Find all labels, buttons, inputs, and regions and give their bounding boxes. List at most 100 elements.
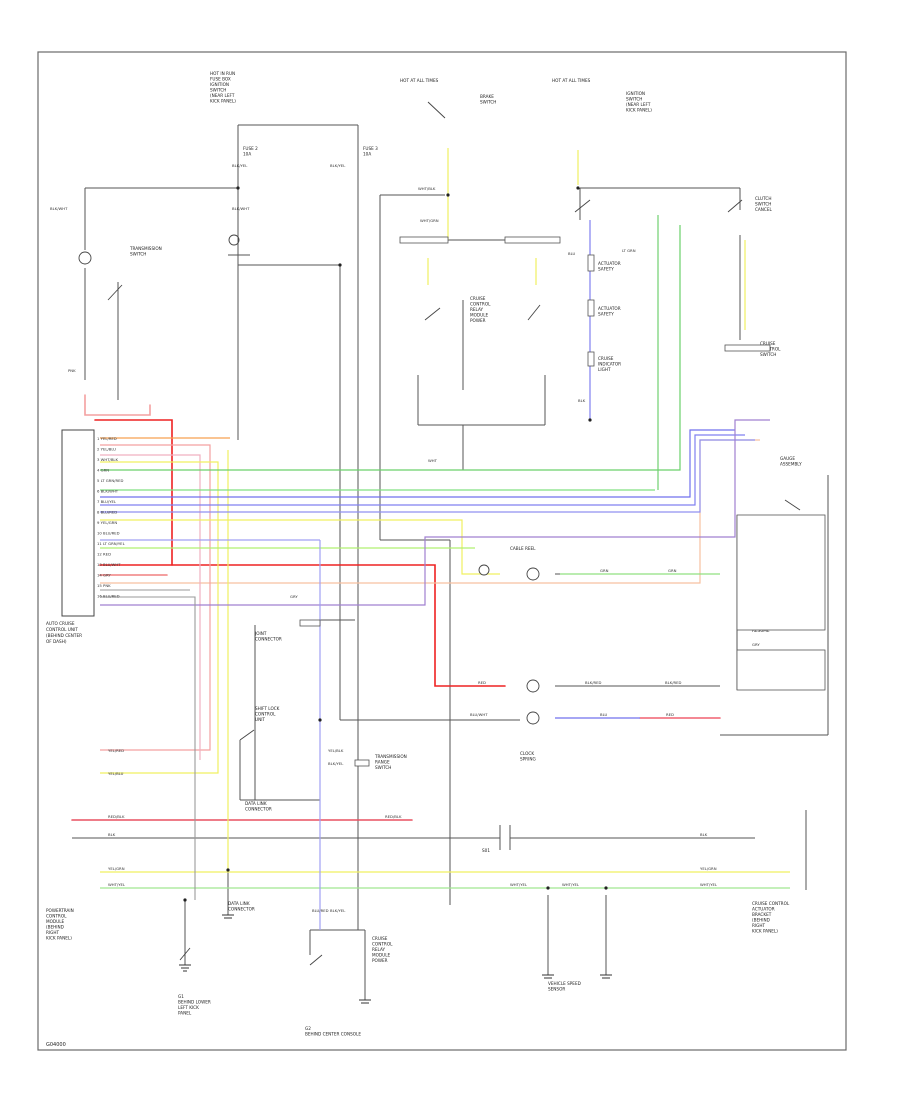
module-pin-6: 6 BLK/WHT: [97, 489, 119, 494]
wl-blu-reel: BLU: [600, 712, 608, 717]
wl-wht-yel: WHT/YEL: [108, 882, 126, 887]
indicator-box: [587, 351, 595, 367]
cable-reel-terminals: [478, 564, 540, 725]
wl-blk-yel-top: BLK/YEL: [232, 163, 248, 168]
reel-terminal-2: [526, 679, 540, 693]
wl-red-blk: RED/BLK: [108, 814, 125, 819]
relay-connector-right: [504, 236, 561, 244]
switch-symbols: [78, 101, 801, 966]
module-pin-3: 3 WHT/BLK: [97, 457, 119, 462]
wl-blu-red: BLU/RED: [312, 908, 329, 913]
splice-dots: [183, 186, 608, 902]
indicator-bulb: [478, 564, 490, 576]
module-pin-16: 16 BLU/RED: [97, 594, 120, 599]
wl-blu: BLU: [568, 251, 576, 256]
frame-id: G04000: [46, 1042, 66, 1048]
actuator-2-box: [587, 299, 595, 317]
wl-wht-grn: WHT/GRN: [420, 218, 439, 223]
blue-wires: [100, 220, 770, 930]
wl-yel-grn-2: YEL/GRN: [700, 866, 717, 871]
wl-blk-yel-pcm: BLK/YEL: [330, 908, 346, 913]
cruise-switch-box: [724, 344, 771, 352]
hot-all-times-2: HOT AT ALL TIMES: [552, 78, 591, 83]
yellow-wires: [100, 148, 790, 873]
wl-wht-yel-2: WHT/YEL: [510, 882, 528, 887]
actuator-1-box: [587, 254, 595, 272]
wl-gry-switch: GRY: [752, 642, 760, 647]
cancel-switch-box: [736, 649, 826, 691]
wl-yel-blu: YEL/BLU: [108, 771, 124, 776]
wl-red-blk-2: RED/BLK: [385, 814, 402, 819]
module-pin-5: 5 LT GRN/RED: [97, 478, 123, 483]
joint-box: [299, 619, 321, 627]
wl-wht-yel-4: WHT/YEL: [700, 882, 718, 887]
wl-pnk: PNK: [68, 368, 76, 373]
wire-color-labels: BLK/YEL BLK/YEL BLK/WHT BLK/WHT WHT/BLK …: [50, 163, 760, 913]
connector-boxes: [299, 236, 826, 767]
module-pin-4: 4 GRN: [97, 468, 109, 473]
module-pin-13: 13 BLU/WHT: [97, 562, 121, 567]
wl-blk-wht: BLK/WHT: [232, 206, 250, 211]
ground-symbols: [179, 914, 612, 1004]
wl-yel-red: YEL/RED: [108, 748, 124, 753]
module-pin-9: 9 YEL/GRN: [97, 520, 117, 525]
reel-terminal-3: [526, 711, 540, 725]
wl-grn-reel: GRN: [600, 568, 609, 573]
module-pin-15: 15 PNK: [97, 583, 111, 588]
wl-red-reel-2: RED: [666, 712, 674, 717]
wl-blk-yel-tr: BLK/YEL: [328, 761, 344, 766]
module-pin-14: 14 GRY: [97, 573, 111, 578]
gray-wires: [100, 589, 196, 900]
wl-wht: WHT: [428, 458, 438, 463]
module-pin-10: 10 BLU/RED: [97, 531, 120, 536]
module-pin-2: 2 YEL/BLU: [97, 447, 116, 452]
wl-blk-bottom-2: BLK: [700, 832, 708, 837]
cruise-module-box: [61, 429, 95, 617]
pink-orange-wires: [100, 437, 760, 760]
wl-yel-blk: YEL/BLK: [328, 748, 344, 753]
relay-connector-left: [399, 236, 449, 244]
wl-gry-lt: GRY: [290, 594, 298, 599]
wl-blk-red-reel: BLK/RED: [585, 680, 602, 685]
cruise-module-label: AUTO CRUISE CONTROL UNIT (BEHIND CENTER …: [46, 621, 83, 644]
splice-label: S01: [482, 848, 490, 853]
module-pin-7: 7 BLU/YEL: [97, 499, 117, 504]
hot-all-times-1: HOT AT ALL TIMES: [400, 78, 439, 83]
wl-wht-blk: WHT/BLK: [418, 186, 436, 191]
green-wires: [100, 215, 790, 889]
transmission-box: [354, 759, 370, 767]
wl-blk-red-reel-2: BLK/RED: [665, 680, 682, 685]
switch-resume-label: RESUME: [752, 628, 770, 633]
module-pin-12: 12 RED: [97, 552, 111, 557]
module-pin-11: 11 LT GRN/YEL: [97, 541, 126, 546]
diagram-frame: [37, 51, 847, 1051]
wl-yel-grn: YEL/GRN: [108, 866, 125, 871]
wl-blk-yel-2: BLK/YEL: [330, 163, 346, 168]
cruise-control-switch-label: CRUISECONTROLSWITCH: [760, 341, 781, 357]
wl-grn-reel-2: GRN: [668, 568, 677, 573]
wl-blu-wht: BLU/WHT: [470, 712, 488, 717]
